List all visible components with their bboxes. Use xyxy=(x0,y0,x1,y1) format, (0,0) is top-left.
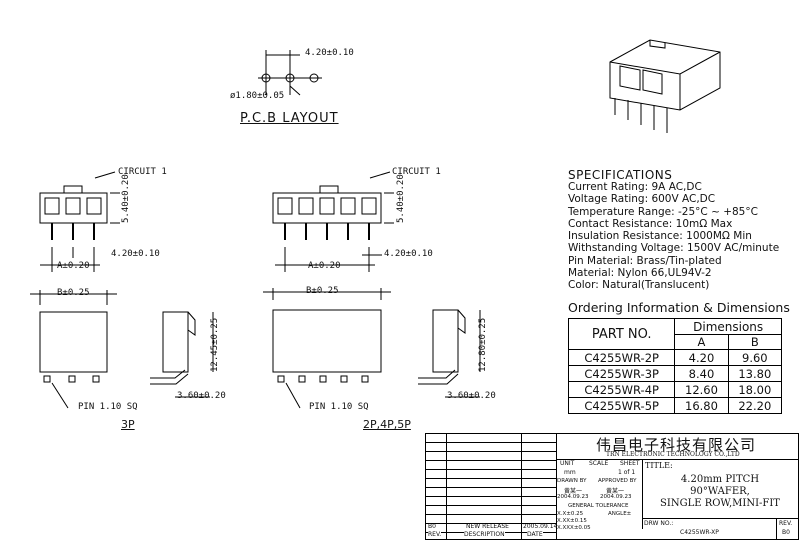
drw-no-label: DRW NO.: xyxy=(644,520,674,527)
date-hdr: DATE xyxy=(527,531,543,538)
company-cn: 伟昌电子科技有限公司 xyxy=(596,436,757,454)
dim-a-cell: 12.60 xyxy=(674,381,729,398)
right-height2-dim: 12.80±0.25 xyxy=(478,317,488,372)
right-pitch-dim: 4.20±0.10 xyxy=(384,249,433,259)
table-row: C4255WR-5P 16.80 22.20 xyxy=(567,397,783,414)
spec-line: Pin Material: Brass/Tin-plated xyxy=(568,254,722,267)
revision-grid xyxy=(426,434,557,539)
left-b-dim: B±0.25 xyxy=(57,288,90,298)
rev-desc: NEW RELEASE xyxy=(466,523,509,530)
dim-b-cell: 9.60 xyxy=(727,349,783,366)
ordering-table: PART NO. Dimensions A B C4255WR-2P 4.20 … xyxy=(567,318,783,414)
unit-value: mm xyxy=(564,469,576,476)
angle-label: ANGLE± xyxy=(608,511,632,517)
left-offset-dim: 3.60±0.20 xyxy=(177,391,226,401)
right-offset-dim: 3.60±0.20 xyxy=(447,391,496,401)
right-front-view xyxy=(263,171,481,409)
tolerance-label: GENERAL TOLERANCE xyxy=(568,503,629,509)
info-grid: UNIT SCALE SHEET mm 1 of 1 DRAWN BY APPR… xyxy=(556,459,643,531)
left-a-dim: A±0.20 xyxy=(57,261,90,271)
rev-label: REV. xyxy=(779,520,793,527)
right-circuit-label: CIRCUIT 1 xyxy=(392,167,441,177)
dim-b-cell: 22.20 xyxy=(727,397,783,414)
dim-b-cell: 13.80 xyxy=(727,365,783,382)
tol3: X.XXX±0.05 xyxy=(557,525,591,531)
spec-line: Material: Nylon 66,UL94V-2 xyxy=(568,267,712,280)
left-view-label: 3P xyxy=(121,418,135,431)
desc-hdr: DESCRIPTION xyxy=(464,531,505,538)
part-cell: C4255WR-5P xyxy=(567,397,676,414)
approved-name: 黄某一 xyxy=(606,488,625,495)
connector-3d-figure xyxy=(609,39,721,133)
tol1: X.X±0.25 xyxy=(557,511,584,517)
part-cell: C4255WR-2P xyxy=(567,349,676,366)
pcb-layout-figure xyxy=(258,50,322,96)
title-line: SINGLE ROW,MINI-FIT xyxy=(660,498,780,509)
spec-line: Temperature Range: -25°C ~ +85°C xyxy=(568,205,758,218)
spec-line: Insulation Resistance: 1000MΩ Min xyxy=(568,230,752,243)
approved-date: 2004.09.23 xyxy=(600,494,632,500)
title-line: 90°WAFER, xyxy=(690,486,750,497)
right-b-dim: B±0.25 xyxy=(306,286,339,296)
pcb-layout-title: P.C.B LAYOUT xyxy=(240,111,339,126)
dim-a-cell: 4.20 xyxy=(674,349,729,366)
left-height-dim: 5.40±0.20 xyxy=(121,174,131,223)
left-pin-label: PIN 1.10 SQ xyxy=(78,402,138,412)
spec-line: Withstanding Voltage: 1500V AC/minute xyxy=(568,242,780,255)
part-no-header: PART NO. xyxy=(567,318,676,350)
drawn-date: 2004.09.23 xyxy=(557,494,589,500)
drawn-by-label: DRAWN BY xyxy=(557,478,587,484)
dim-a-cell: 8.40 xyxy=(674,365,729,382)
dim-a-cell: 16.80 xyxy=(674,397,729,414)
drw-no-value: C4255WR-XP xyxy=(680,529,719,536)
table-row: C4255WR-2P 4.20 9.60 xyxy=(567,349,783,366)
table-row: C4255WR-4P 12.60 18.00 xyxy=(567,381,783,398)
right-view-label: 2P,4P,5P xyxy=(363,418,411,431)
scale-label: SCALE xyxy=(589,460,609,467)
title-label: TITLE: xyxy=(645,461,673,470)
drawing-title: 4.20mm PITCH 90°WAFER, SINGLE ROW,MINI-F… xyxy=(642,474,798,510)
spec-line: Voltage Rating: 600V AC,DC xyxy=(568,193,716,206)
part-cell: C4255WR-4P xyxy=(567,381,676,398)
rev-value: B0 xyxy=(782,529,790,536)
left-circuit-label: CIRCUIT 1 xyxy=(118,167,167,177)
spec-line: Current Rating: 9A AC,DC xyxy=(568,181,702,193)
right-a-dim: A±0.20 xyxy=(308,261,341,271)
specs-title: SPECIFICATIONS xyxy=(568,168,673,182)
rev-date: 2005.09.14 xyxy=(523,523,558,530)
left-height2-dim: 12.45±0.25 xyxy=(210,317,220,372)
tol2: X.XX±0.15 xyxy=(557,518,587,524)
spec-line: Color: Natural(Translucent) xyxy=(568,279,710,292)
spec-line: Contact Resistance: 10mΩ Max xyxy=(568,217,733,230)
title-block: B0 NEW RELEASE 2005.09.14 REV. DESCRIPTI… xyxy=(425,433,799,540)
ordering-title: Ordering Information & Dimensions xyxy=(568,300,790,315)
pcb-pitch-dim: 4.20±0.10 xyxy=(305,48,354,58)
dim-b-cell: 18.00 xyxy=(727,381,783,398)
company-en: TRN ELECTRONIC TECHNOLOGY CO.,LTD xyxy=(606,451,740,458)
right-height-dim: 5.40±0.20 xyxy=(396,174,406,223)
right-pin-label: PIN 1.10 SQ xyxy=(309,402,369,412)
specs-list: Current Rating: 9A AC,DC Voltage Rating:… xyxy=(568,181,779,292)
approved-by-label: APPROVED BY xyxy=(598,478,637,484)
rev-hdr: REV. xyxy=(428,531,442,538)
rev-b0: B0 xyxy=(428,523,436,530)
table-row: C4255WR-3P 8.40 13.80 xyxy=(567,365,783,382)
sheet-label: SHEET xyxy=(620,460,640,467)
unit-label: UNIT xyxy=(560,460,575,467)
title-line: 4.20mm PITCH xyxy=(680,474,760,485)
part-cell: C4255WR-3P xyxy=(567,365,676,382)
left-front-view xyxy=(30,171,214,409)
left-pitch-dim: 4.20±0.10 xyxy=(111,249,160,259)
sheet-value: 1 of 1 xyxy=(618,469,636,476)
pcb-hole-dim: ø1.80±0.05 xyxy=(230,91,285,101)
col-b-header: B xyxy=(727,334,783,350)
drawn-name: 黄某一 xyxy=(564,488,583,495)
col-a-header: A xyxy=(674,334,729,350)
dimensions-header: Dimensions xyxy=(674,318,782,335)
